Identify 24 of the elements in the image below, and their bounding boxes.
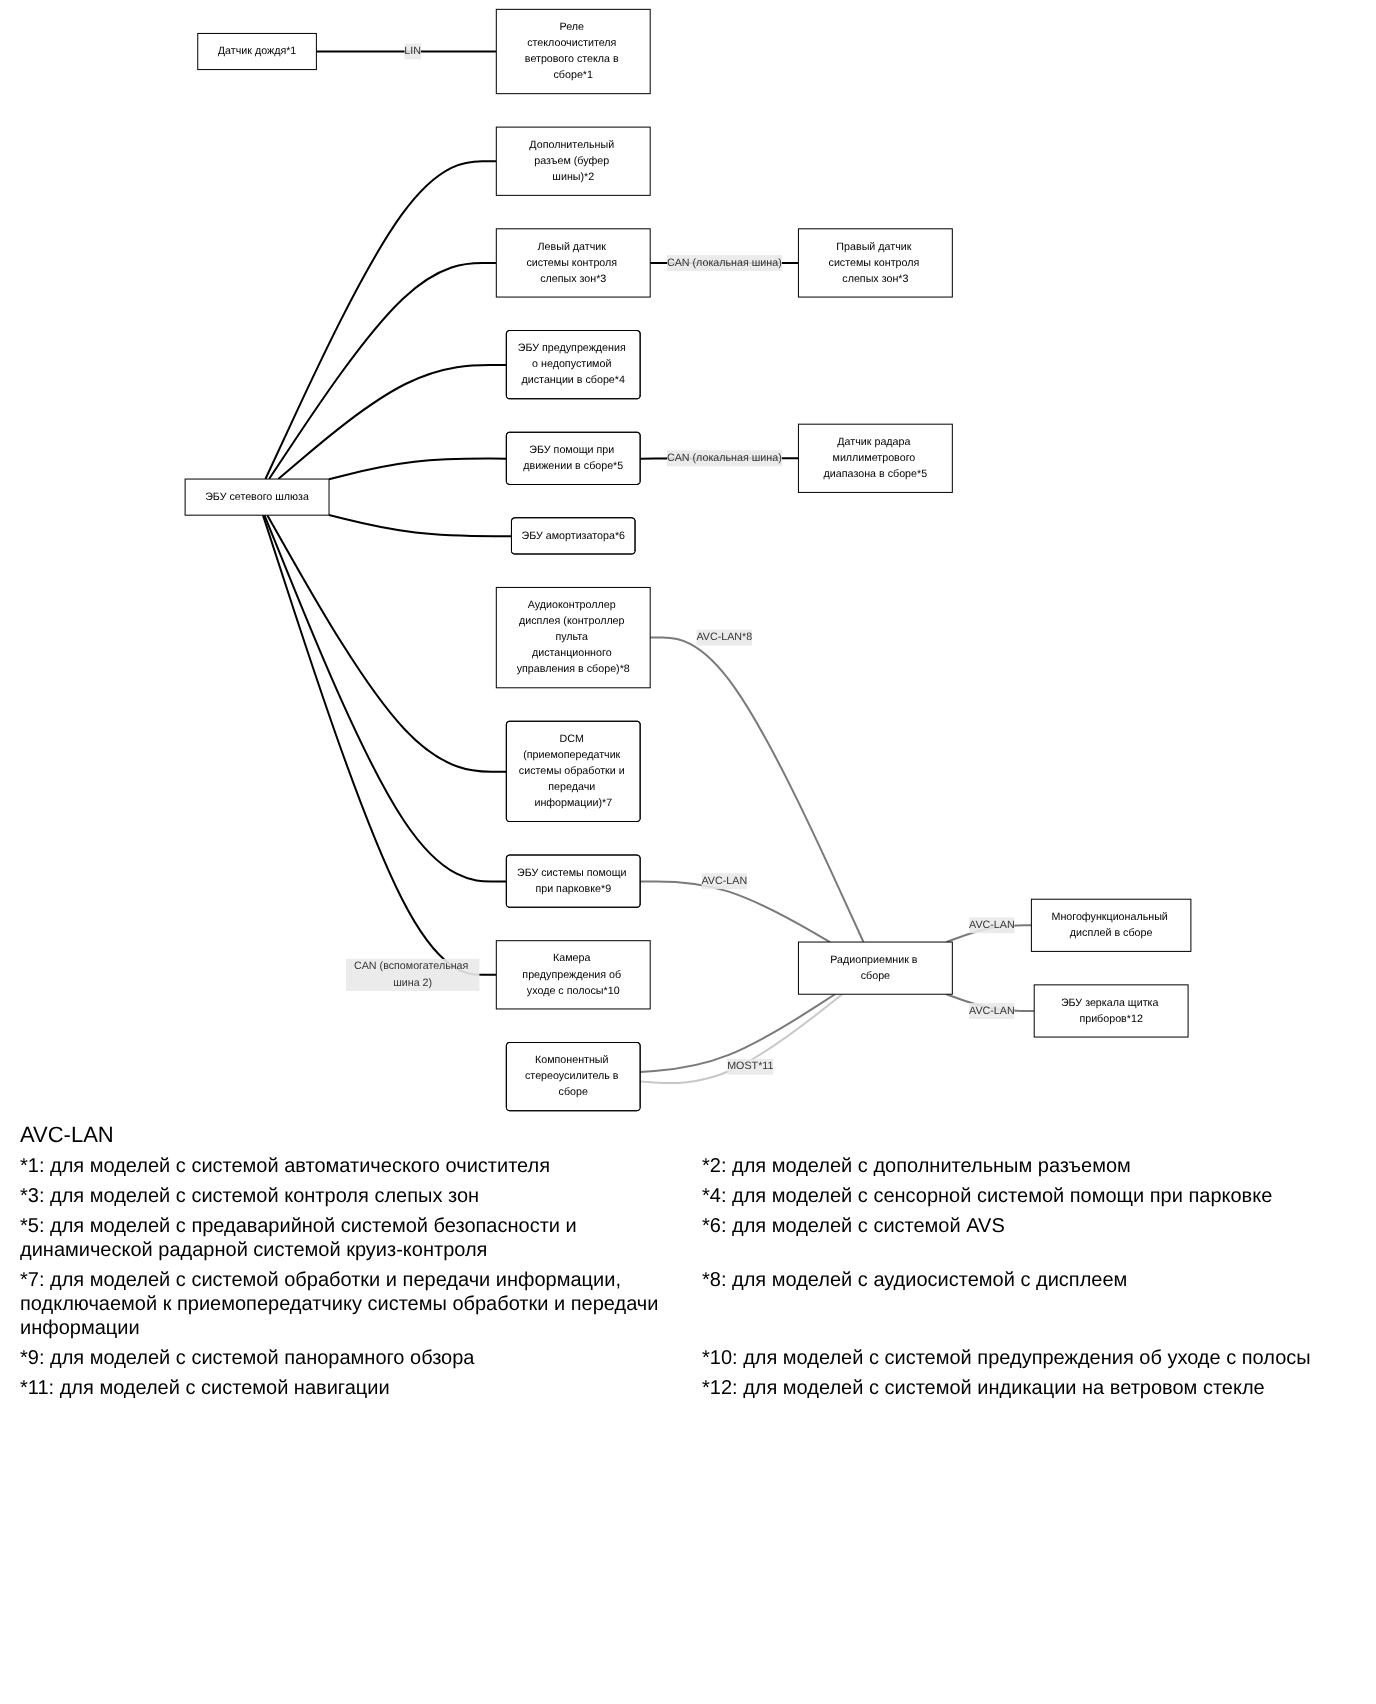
connector (264, 160, 497, 480)
connector (650, 636, 865, 943)
footnote: *12: для моделей с системой индикации на ветровом стекле (702, 1378, 1267, 1402)
connector (277, 363, 507, 480)
footnote: *1: для моделей с системой автоматического очистителя (20, 1156, 553, 1180)
connector (266, 514, 507, 773)
footnote: *6: для моделей с системой AVS (702, 1216, 1007, 1242)
connector (268, 261, 497, 480)
connector (328, 457, 507, 481)
footnote: *10: для моделей с системой предупреждения об уходе с полосы (702, 1348, 1313, 1372)
footnote: *8: для моделей с аудиосистемой с дисплеем (702, 1270, 1130, 1296)
footnote: *9: для моделей с системой панорамного обзора (20, 1348, 477, 1372)
footnote: *4: для моделей с сенсорной системой помощи при парковке (702, 1186, 1275, 1210)
footnote: *11: для моделей с системой навигации (20, 1378, 392, 1402)
footnote: *3: для моделей с системой контроля слепых зон (20, 1186, 482, 1210)
footnote: *2: для моделей с дополнительным разъемом (702, 1156, 1133, 1180)
footnote: *7: для моделей с системой обработки и передачи информации, подключаемой к приемопередатчику системы обработки и передачи информации (20, 1270, 661, 1342)
connector (640, 880, 831, 943)
connector (328, 514, 512, 538)
footnote: *5: для моделей с предаварийной системой безопасности и динамической радарной системой круиз-контроля (20, 1216, 579, 1264)
connector (263, 514, 507, 883)
connector (316, 50, 497, 53)
bus-label: AVC-LAN (20, 1124, 116, 1148)
connector (262, 514, 497, 976)
